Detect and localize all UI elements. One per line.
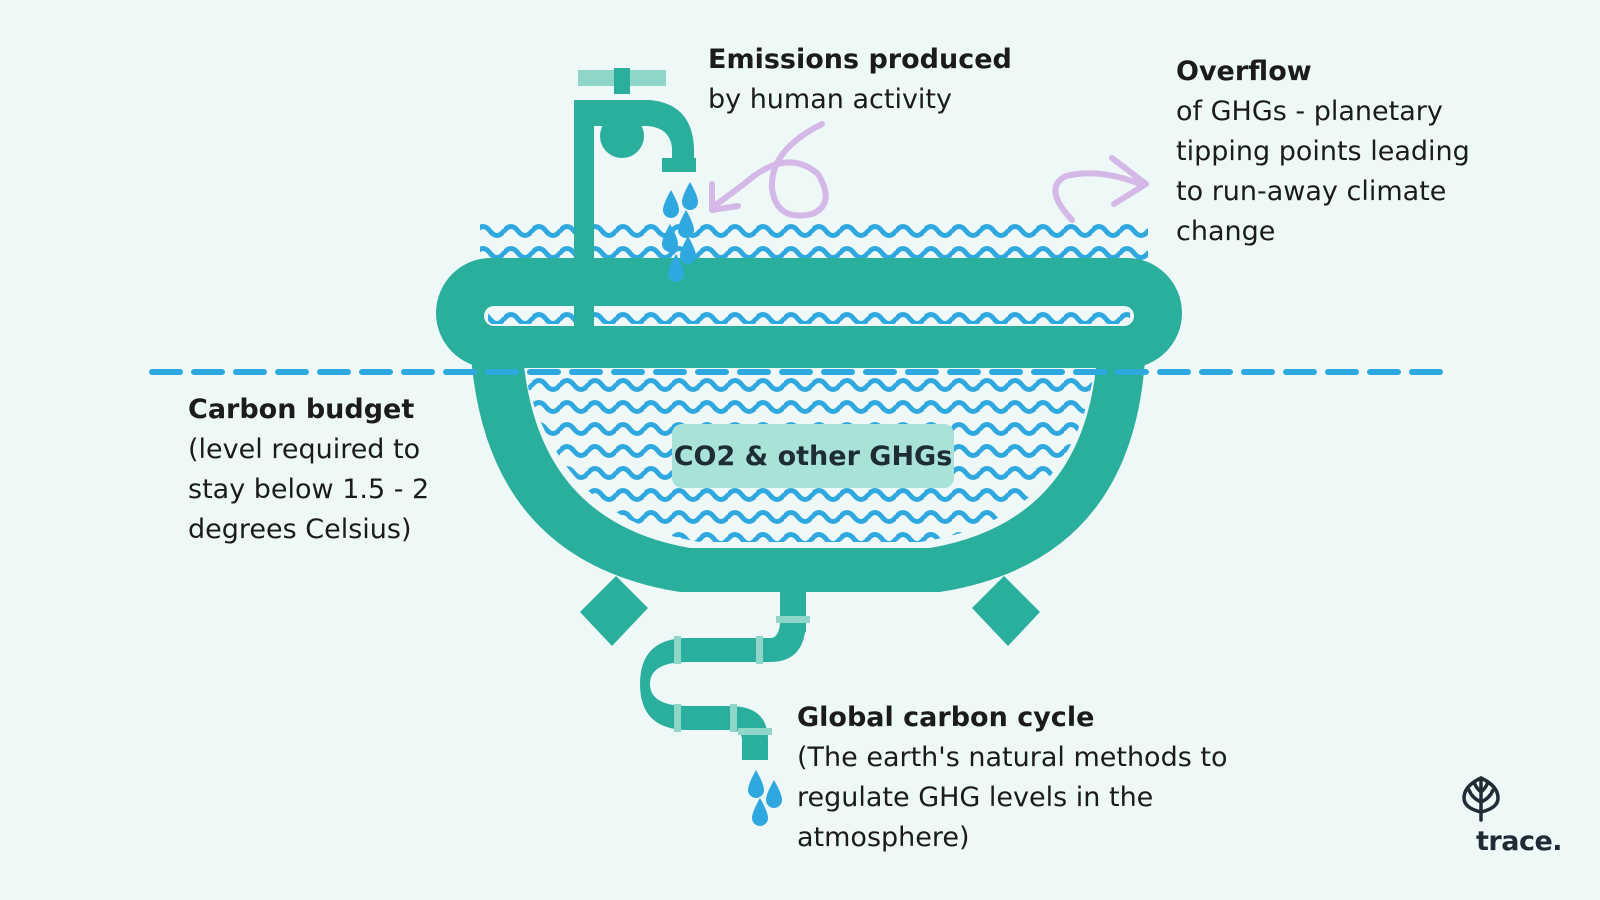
bath-label: CO2 & other GHGs (672, 424, 954, 488)
curved-arrow-icon (709, 121, 829, 219)
drain-pipe-icon (640, 592, 810, 760)
bathtub-icon (436, 258, 1182, 646)
leaf-logo-icon (1462, 776, 1500, 822)
overflow-text: of GHGs - planetary tipping points leadi… (1176, 96, 1470, 247)
water-drop-icon (662, 182, 698, 282)
emissions-heading: Emissions produced (708, 44, 1012, 75)
emissions-text: by human activity (708, 84, 952, 115)
pipe-water-drop-icon (748, 770, 782, 826)
global-carbon-cycle-text: (The earth's natural methods to regulate… (797, 742, 1228, 853)
tap-icon (574, 68, 696, 328)
carbon-budget-text: (level required to stay below 1.5 - 2 de… (188, 434, 430, 545)
carbon-budget-heading: Carbon budget (188, 394, 415, 425)
global-carbon-cycle-label: Global carbon cycle (The earth's natural… (797, 698, 1247, 858)
bath-label-text: CO2 & other GHGs (673, 440, 953, 472)
trace-logo: trace. (1456, 772, 1566, 862)
overflow-arrow-icon (1052, 155, 1149, 223)
brand-name: trace. (1476, 826, 1563, 857)
global-carbon-cycle-heading: Global carbon cycle (797, 702, 1095, 733)
emissions-label: Emissions produced by human activity (708, 40, 1048, 120)
overflow-label: Overflow of GHGs - planetary tipping poi… (1176, 52, 1476, 252)
carbon-budget-label: Carbon budget (level required to stay be… (188, 390, 448, 550)
overflow-heading: Overflow (1176, 56, 1312, 87)
